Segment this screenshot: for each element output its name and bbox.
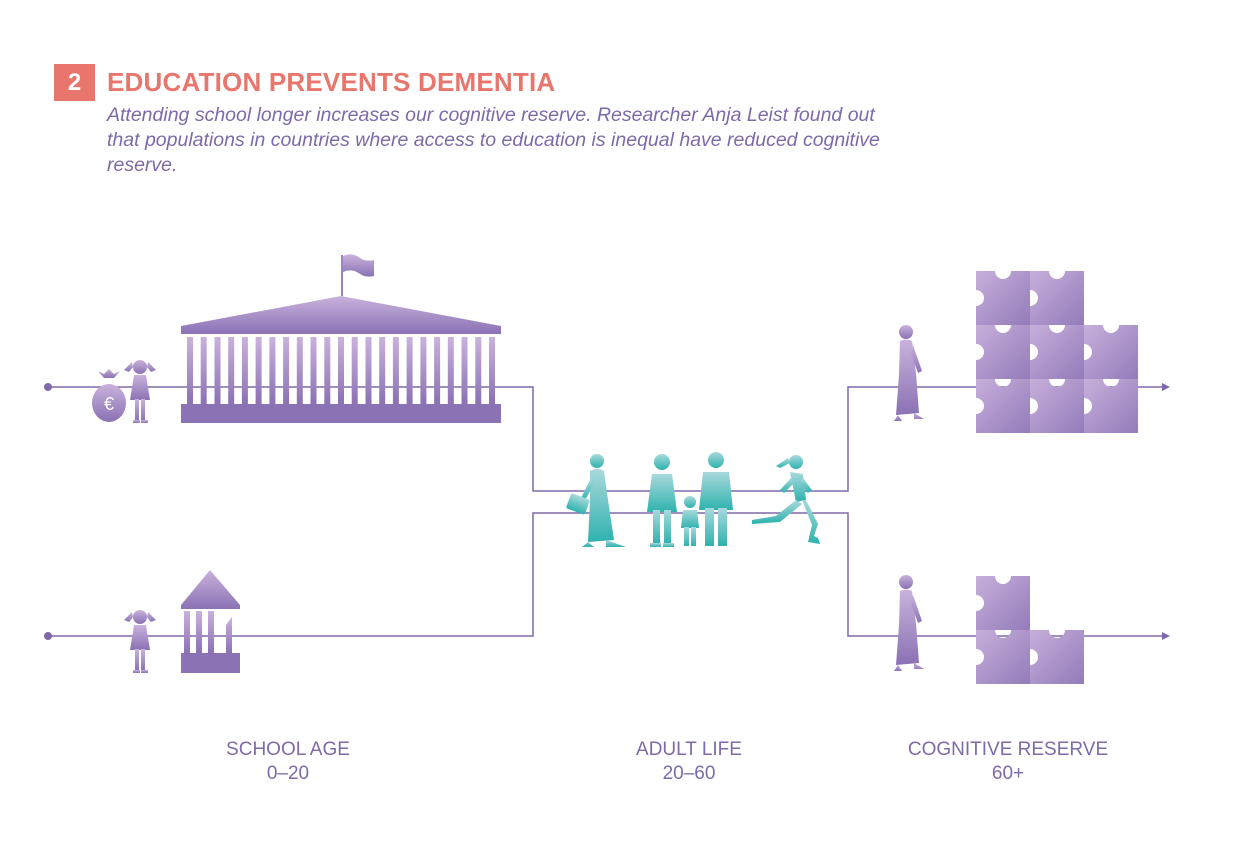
building-column bbox=[338, 337, 344, 404]
building-column bbox=[447, 337, 454, 404]
building-column bbox=[379, 337, 386, 404]
adult-woman-with-bag-icon bbox=[566, 454, 626, 547]
stage-school-age: SCHOOL AGE 0–20 bbox=[168, 738, 408, 786]
building-column bbox=[392, 337, 399, 404]
large-school-building-icon bbox=[181, 254, 501, 423]
building-column bbox=[255, 337, 262, 404]
building-column bbox=[241, 337, 248, 404]
upper-path-start-dot bbox=[44, 383, 52, 391]
building-column bbox=[406, 337, 413, 404]
stage-cognitive-reserve-range: 60+ bbox=[991, 763, 1025, 784]
adult-man-icon bbox=[699, 452, 733, 546]
stage-adult-life: ADULT LIFE 20–60 bbox=[569, 738, 809, 786]
girl-figure-icon bbox=[124, 360, 156, 423]
stage-school-age-label: SCHOOL AGE bbox=[226, 739, 350, 760]
stage-adult-life-label: ADULT LIFE bbox=[636, 739, 742, 760]
low-cognitive-reserve-puzzle bbox=[976, 576, 1084, 684]
section-number-badge: 2 bbox=[54, 64, 95, 101]
stage-school-age-range: 0–20 bbox=[266, 763, 310, 784]
page-subtitle: Attending school longer increases our co… bbox=[107, 104, 880, 176]
building-column bbox=[475, 337, 482, 404]
stage-cognitive-reserve: COGNITIVE RESERVE 60+ bbox=[888, 738, 1128, 786]
building-column bbox=[351, 337, 358, 404]
building-column bbox=[461, 337, 468, 404]
building-column bbox=[228, 337, 235, 404]
building-column bbox=[269, 337, 276, 404]
child-icon bbox=[681, 496, 699, 546]
older-woman-icon bbox=[647, 454, 677, 547]
elderly-woman-icon bbox=[894, 325, 924, 421]
building-column bbox=[489, 337, 495, 404]
building-column bbox=[365, 337, 372, 404]
building-column bbox=[296, 337, 303, 404]
building-column bbox=[420, 337, 427, 404]
building-column bbox=[324, 337, 331, 404]
building-column bbox=[214, 337, 221, 404]
building-column bbox=[283, 337, 290, 404]
elderly-woman-icon bbox=[894, 575, 924, 671]
girl-figure-icon bbox=[124, 610, 156, 673]
lower-path-start-dot bbox=[44, 632, 52, 640]
running-woman-icon bbox=[752, 455, 820, 544]
building-column bbox=[200, 337, 207, 404]
building-column bbox=[187, 337, 193, 404]
stage-cognitive-reserve-label: COGNITIVE RESERVE bbox=[907, 739, 1109, 760]
money-bag-euro-symbol: € bbox=[104, 394, 114, 414]
page-title: EDUCATION PREVENTS DEMENTIA bbox=[107, 67, 556, 97]
money-bag-icon: € bbox=[92, 369, 126, 422]
stage-adult-life-range: 20–60 bbox=[662, 763, 716, 784]
high-cognitive-reserve-puzzle bbox=[976, 271, 1138, 433]
small-school-building-icon bbox=[181, 570, 240, 673]
building-column bbox=[310, 337, 317, 404]
building-column bbox=[434, 337, 441, 404]
